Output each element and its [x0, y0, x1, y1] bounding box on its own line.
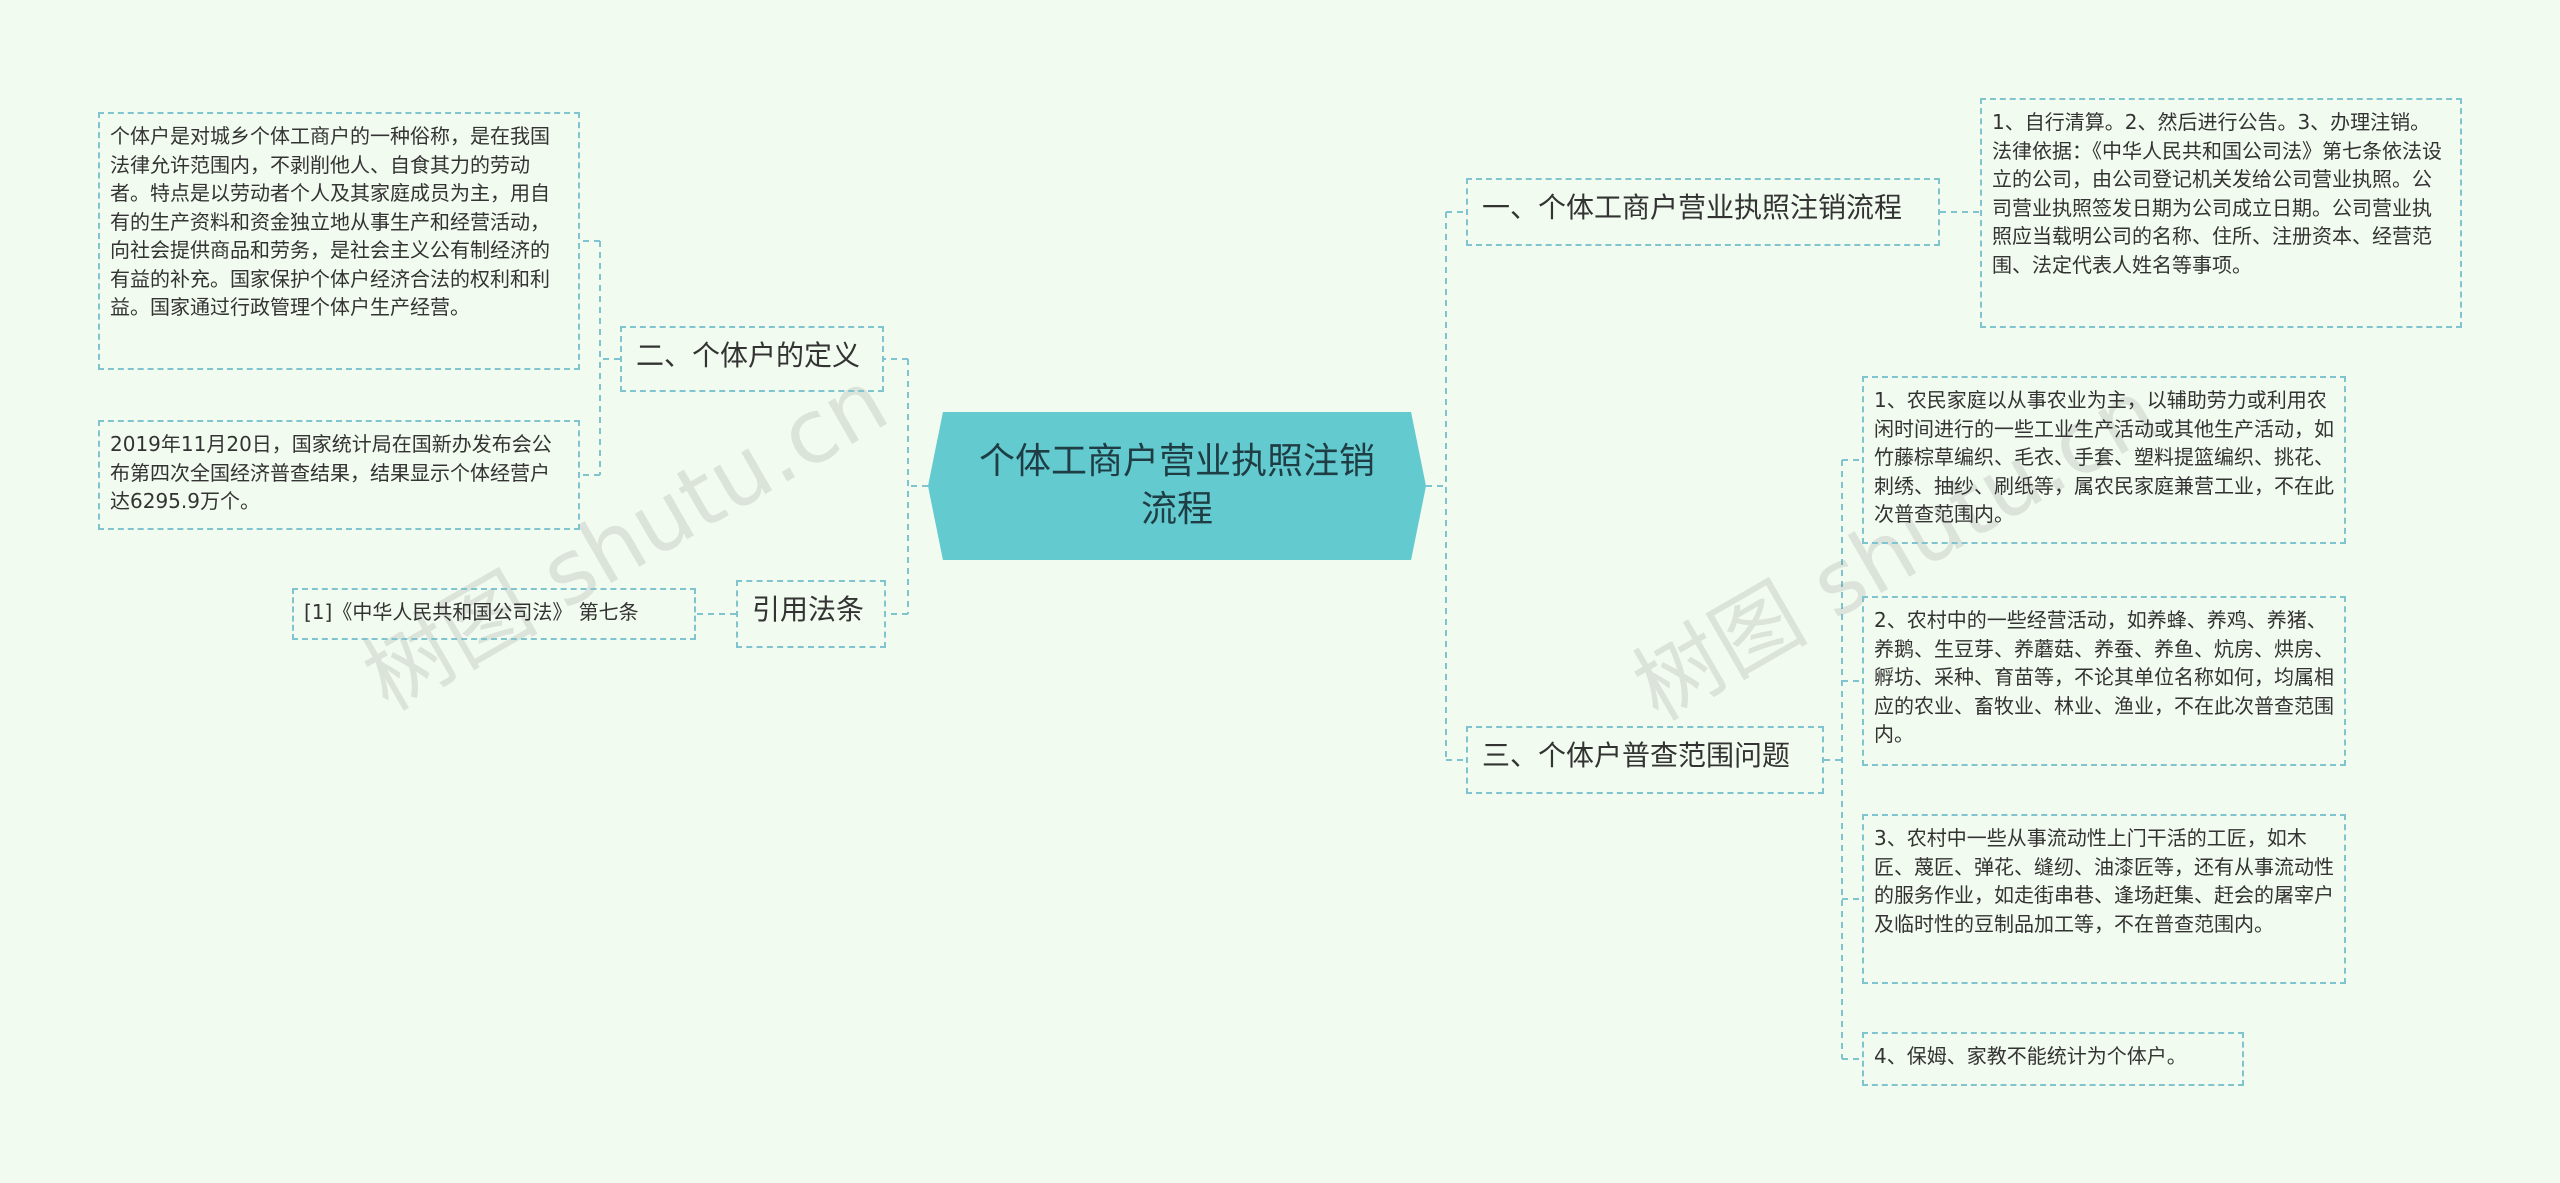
connector-line [884, 358, 928, 615]
leaf-text: 个体户是对城乡个体工商户的一种俗称，是在我国法律允许范围内，不剥削他人、自食其力… [110, 124, 550, 319]
leaf-text: 1、农民家庭以从事农业为主，以辅助劳力或利用农闲时间进行的一些工业生产活动或其他… [1874, 388, 2334, 526]
branch-cited-law[interactable]: 引用法条 [736, 580, 886, 648]
leaf-text: [1]《中华人民共和国公司法》 第七条 [304, 600, 639, 624]
branch-label: 二、个体户的定义 [636, 339, 861, 372]
leaf-text: 4、保姆、家教不能统计为个体户。 [1874, 1044, 2187, 1068]
leaf-text: 1、自行清算。2、然后进行公告。3、办理注销。法律依据：《中华人民共和国公司法》… [1992, 110, 2442, 277]
leaf-census-item-2[interactable]: 2、农村中的一些经营活动，如养蜂、养鸡、养猪、养鹅、生豆芽、养蘑菇、养蚕、养鱼、… [1862, 596, 2346, 766]
leaf-census-result[interactable]: 2019年11月20日，国家统计局在国新办发布会公布第四次全国经济普查结果，结果… [98, 420, 580, 530]
branch-label: 引用法条 [752, 593, 865, 626]
branch-label: 一、个体工商户营业执照注销流程 [1482, 191, 1903, 224]
connector-line [1426, 211, 1466, 761]
leaf-census-item-4[interactable]: 4、保姆、家教不能统计为个体户。 [1862, 1032, 2244, 1086]
leaf-definition-text[interactable]: 个体户是对城乡个体工商户的一种俗称，是在我国法律允许范围内，不剥削他人、自食其力… [98, 112, 580, 370]
connector-line [580, 240, 620, 476]
leaf-text: 2、农村中的一些经营活动，如养蜂、养鸡、养猪、养鹅、生豆芽、养蘑菇、养蚕、养鱼、… [1874, 608, 2334, 746]
root-node[interactable]: 个体工商户营业执照注销流程 [928, 412, 1426, 560]
connector-line [1824, 459, 1862, 1060]
branch-label: 三、个体户普查范围问题 [1482, 739, 1791, 772]
leaf-text: 2019年11月20日，国家统计局在国新办发布会公布第四次全国经济普查结果，结果… [110, 432, 552, 513]
leaf-census-item-1[interactable]: 1、农民家庭以从事农业为主，以辅助劳力或利用农闲时间进行的一些工业生产活动或其他… [1862, 376, 2346, 544]
branch-census-scope[interactable]: 三、个体户普查范围问题 [1466, 726, 1824, 794]
leaf-cited-law[interactable]: [1]《中华人民共和国公司法》 第七条 [292, 588, 696, 640]
root-label: 个体工商户营业执照注销流程 [978, 441, 1375, 530]
branch-definition[interactable]: 二、个体户的定义 [620, 326, 884, 392]
leaf-cancellation-steps[interactable]: 1、自行清算。2、然后进行公告。3、办理注销。法律依据：《中华人民共和国公司法》… [1980, 98, 2462, 328]
leaf-text: 3、农村中一些从事流动性上门干活的工匠，如木匠、蔑匠、弹花、缝纫、油漆匠等，还有… [1874, 826, 2334, 936]
leaf-census-item-3[interactable]: 3、农村中一些从事流动性上门干活的工匠，如木匠、蔑匠、弹花、缝纫、油漆匠等，还有… [1862, 814, 2346, 984]
branch-cancellation-process[interactable]: 一、个体工商户营业执照注销流程 [1466, 178, 1940, 246]
